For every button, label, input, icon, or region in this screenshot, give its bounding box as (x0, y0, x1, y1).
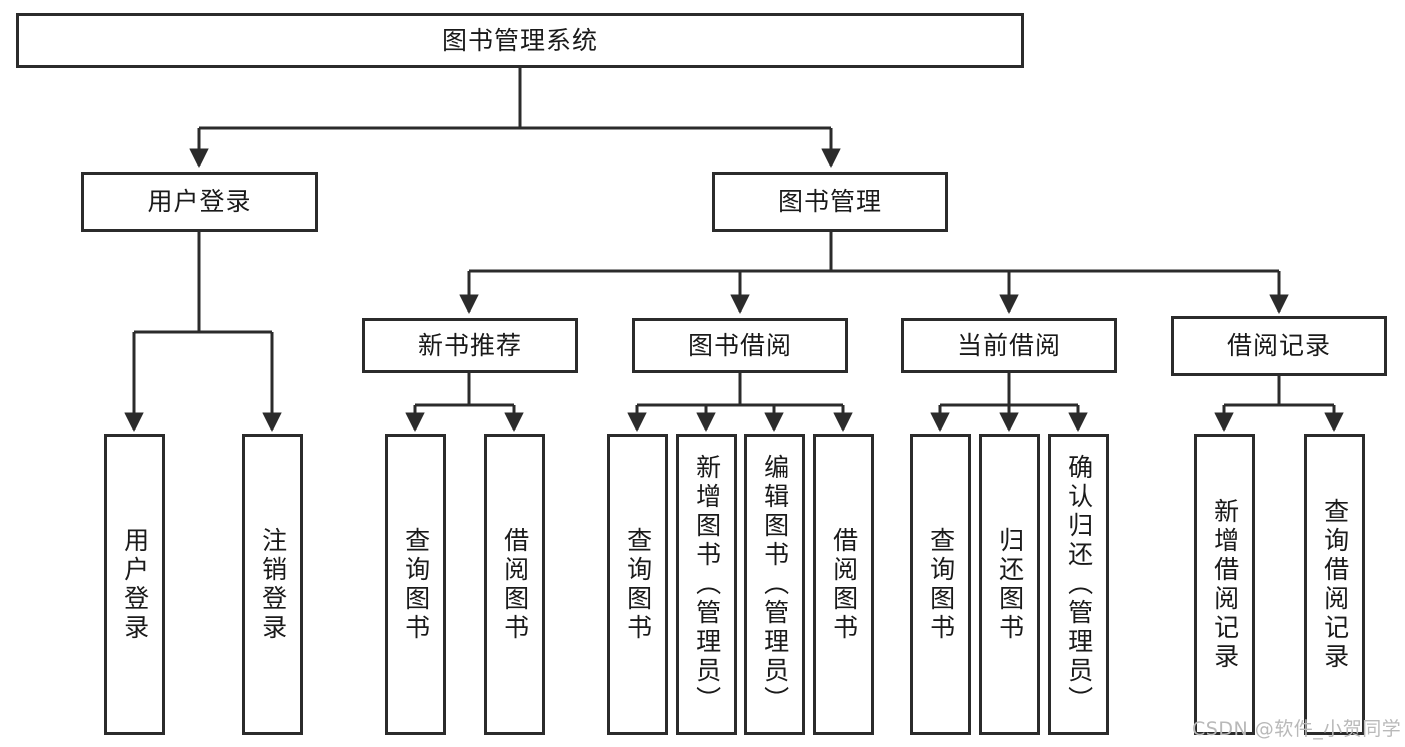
node-root-system[interactable]: 图书管理系统 (16, 13, 1024, 68)
node-book-borrow[interactable]: 图书借阅 (632, 318, 848, 373)
leaf-current-return-book[interactable]: 归还图书 (979, 434, 1040, 735)
node-label: 注销登录 (258, 526, 288, 643)
leaf-borrow-edit-book[interactable]: 编辑图书（管理员） (744, 434, 805, 735)
node-label: 借阅图书 (500, 526, 530, 643)
node-label: 图书管理系统 (441, 25, 598, 55)
node-label: 新增借阅记录 (1210, 497, 1240, 672)
node-label: 用户登录 (120, 526, 150, 643)
node-book-manage[interactable]: 图书管理 (712, 172, 948, 232)
node-label: 查询图书 (623, 526, 653, 643)
node-label: 查询图书 (926, 526, 956, 643)
leaf-borrow-borrow-book[interactable]: 借阅图书 (813, 434, 874, 735)
node-label: 查询图书 (401, 526, 431, 643)
node-label: 确认归还（管理员） (1064, 454, 1094, 715)
node-label: 新增图书（管理员） (692, 454, 722, 715)
node-label: 归还图书 (995, 526, 1025, 643)
node-label: 借阅图书 (829, 526, 859, 643)
node-label: 图书管理 (777, 187, 882, 217)
leaf-user-login[interactable]: 用户登录 (104, 434, 165, 735)
leaf-logout[interactable]: 注销登录 (242, 434, 303, 735)
node-label: 图书借阅 (687, 330, 792, 360)
leaf-current-confirm-return[interactable]: 确认归还（管理员） (1048, 434, 1109, 735)
leaf-current-query-book[interactable]: 查询图书 (910, 434, 971, 735)
leaf-record-query[interactable]: 查询借阅记录 (1304, 434, 1365, 735)
node-label: 当前借阅 (956, 330, 1061, 360)
node-label: 新书推荐 (417, 330, 522, 360)
node-label: 借阅记录 (1226, 331, 1331, 361)
node-label: 查询借阅记录 (1320, 497, 1350, 672)
node-new-book-recommend[interactable]: 新书推荐 (362, 318, 578, 373)
node-current-borrow[interactable]: 当前借阅 (901, 318, 1117, 373)
node-user-login[interactable]: 用户登录 (81, 172, 318, 232)
node-label: 编辑图书（管理员） (760, 454, 790, 715)
leaf-borrow-add-book[interactable]: 新增图书（管理员） (676, 434, 737, 735)
node-borrow-record[interactable]: 借阅记录 (1171, 316, 1387, 376)
leaf-new-book-borrow[interactable]: 借阅图书 (484, 434, 545, 735)
node-label: 用户登录 (147, 187, 252, 217)
leaf-borrow-query-book[interactable]: 查询图书 (607, 434, 668, 735)
leaf-new-book-query[interactable]: 查询图书 (385, 434, 446, 735)
leaf-record-add[interactable]: 新增借阅记录 (1194, 434, 1255, 735)
